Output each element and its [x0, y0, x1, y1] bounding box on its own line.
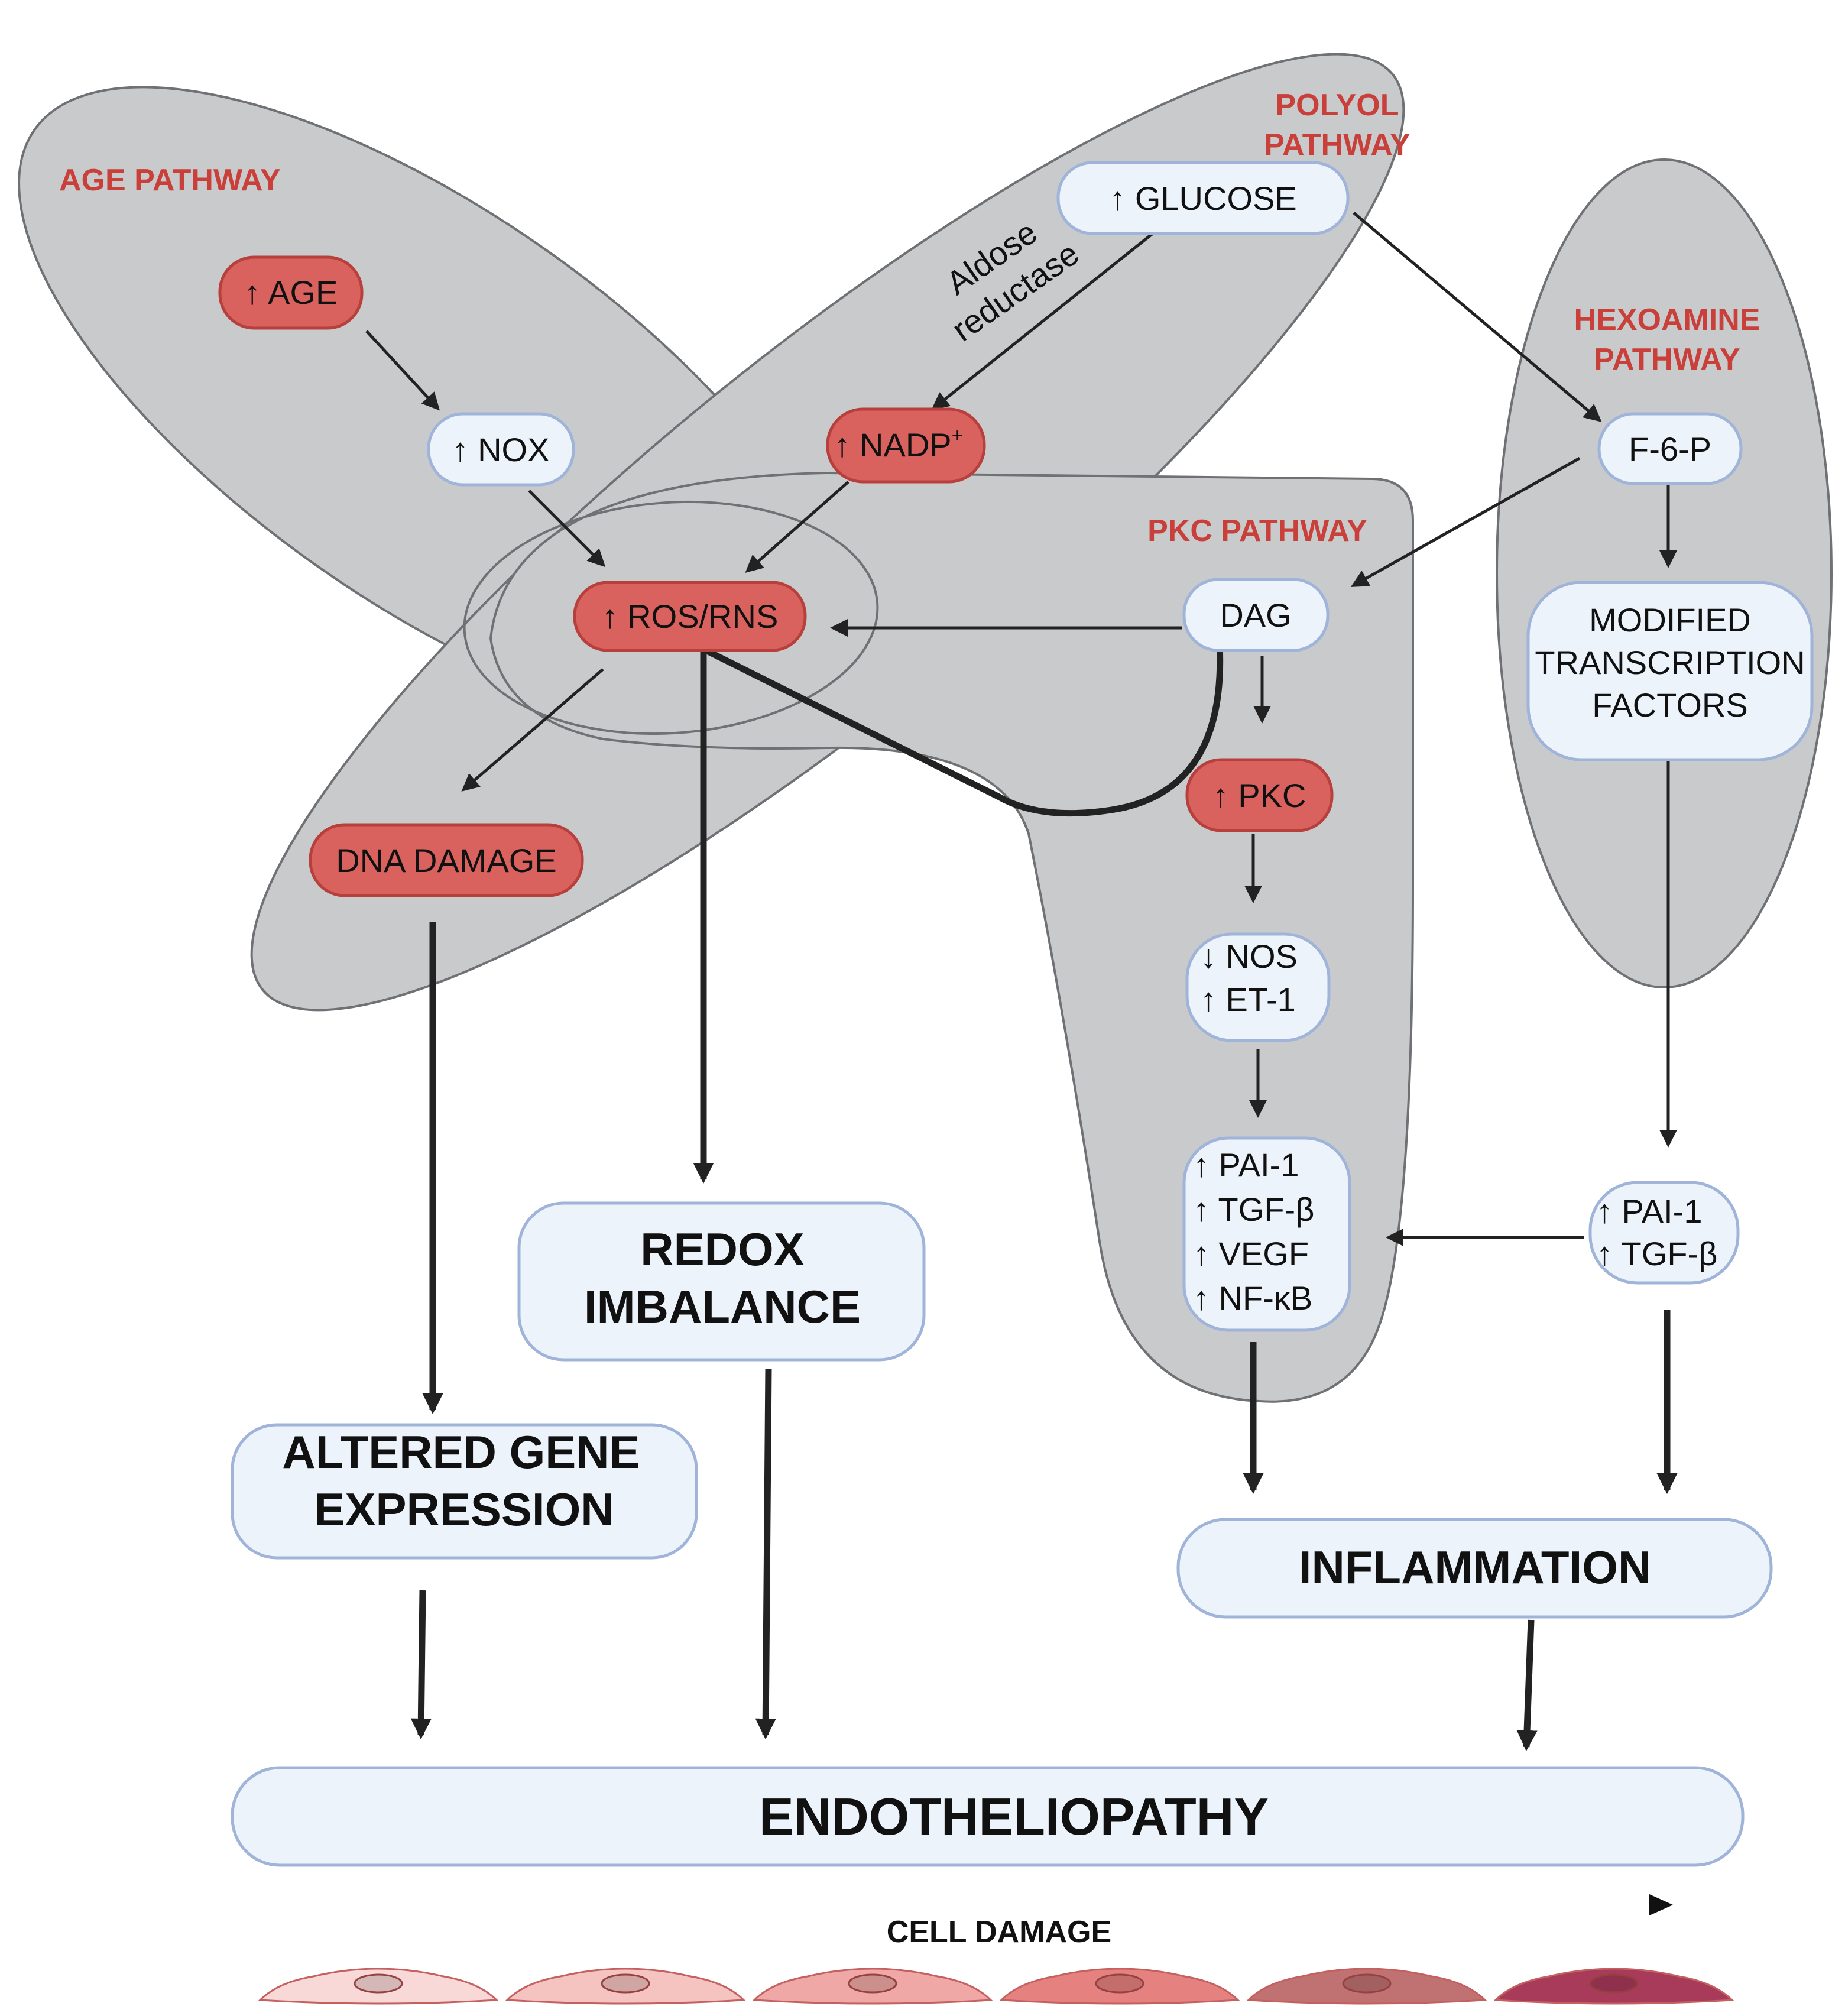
- arrow-glucose-to-nadp: [931, 232, 1154, 410]
- nos-et1-node: [1185, 932, 1331, 1042]
- transcription-factors-line3: FACTORS: [1592, 686, 1747, 724]
- nox-node: [427, 412, 575, 487]
- cell-nucleus-1: [354, 1973, 403, 1994]
- dag-node: [1182, 578, 1330, 652]
- arrow-redox-to-endo: [755, 1368, 776, 1740]
- arrow-glucose-to-f6p: [1353, 212, 1602, 422]
- altered-gene-expression-box: [231, 1423, 698, 1560]
- pkc-node: [1185, 758, 1334, 832]
- nox-node-label: ↑ NOX: [452, 431, 550, 468]
- hex-pai1-label: ↑ PAI-1: [1596, 1192, 1702, 1230]
- cell-row: [258, 1968, 1734, 2005]
- cell-damage-arrowhead: [1649, 1894, 1673, 1915]
- cell-nucleus-4: [1095, 1973, 1144, 1994]
- age-node-label: ↑ AGE: [244, 274, 338, 311]
- dna-damage-node: [309, 823, 584, 897]
- arrow-altered-to-endo: [410, 1590, 432, 1740]
- cell-nucleus-3: [848, 1973, 897, 1994]
- f6p-node-label: F-6-P: [1629, 430, 1711, 468]
- curve-dag-to-ros: [702, 644, 1224, 817]
- hex-targets-node: [1588, 1181, 1740, 1285]
- tgfb-label: ↑ TGF-β: [1193, 1191, 1314, 1228]
- glucose-node-label: ↑ GLUCOSE: [1109, 180, 1296, 217]
- inflammation-box: [1176, 1518, 1773, 1619]
- arrow-nadp-to-ros: [745, 481, 849, 573]
- pkc-pathway-region: [489, 471, 1414, 1403]
- arrow-nox-to-ros: [528, 490, 606, 568]
- altered-line1: ALTERED GENE: [282, 1426, 640, 1478]
- nfkb-label: ↑ NF-κB: [1193, 1279, 1312, 1317]
- dna-damage-label: DNA DAMAGE: [336, 842, 556, 879]
- pkc-pathway-label: PKC PATHWAY: [1147, 514, 1367, 548]
- cell-damage-label: CELL DAMAGE: [887, 1915, 1111, 1949]
- transcription-factors-node: [1526, 581, 1814, 761]
- arrow-age-to-nox: [365, 330, 440, 411]
- nos-label: ↓ NOS: [1200, 938, 1298, 975]
- redox-imbalance-box: [517, 1201, 926, 1362]
- altered-line2: EXPRESSION: [314, 1483, 614, 1535]
- cell-nucleus-5: [1342, 1973, 1392, 1994]
- arrow-f6p-to-dag: [1350, 456, 1581, 587]
- endotheliopathy-box: [231, 1766, 1745, 1867]
- cell-nucleus-6: [1589, 1973, 1639, 1994]
- arrow-inflammation-to-endo: [1516, 1619, 1538, 1752]
- polyol-pathway-label-2: PATHWAY: [1264, 128, 1410, 162]
- hexoamine-pathway-region: [1496, 158, 1833, 988]
- age-node: [218, 255, 364, 330]
- f6p-node: [1597, 412, 1743, 485]
- pkc-targets-node: [1182, 1136, 1351, 1332]
- age-pathway-label: AGE PATHWAY: [59, 163, 281, 197]
- glucose-node: [1056, 161, 1350, 235]
- dag-node-label: DAG: [1220, 597, 1291, 634]
- ros-node-label: ↑ ROS/RNS: [602, 598, 779, 635]
- ros-overlap-region: [463, 500, 879, 735]
- et1-label: ↑ ET-1: [1200, 981, 1296, 1018]
- pkc-node-label: ↑ PKC: [1212, 777, 1306, 814]
- cell-nucleus-2: [601, 1973, 650, 1994]
- hexoamine-pathway-label: HEXOAMINE: [1574, 303, 1760, 337]
- inflammation-label: INFLAMMATION: [1299, 1541, 1651, 1593]
- nadp-node-label: ↑ NADP+: [834, 424, 963, 464]
- nadp-node: [826, 407, 986, 484]
- ros-node: [573, 581, 807, 652]
- hexoamine-pathway-label-2: PATHWAY: [1594, 342, 1740, 377]
- hex-tgfb-label: ↑ TGF-β: [1596, 1235, 1717, 1272]
- pai1-label: ↑ PAI-1: [1193, 1146, 1299, 1184]
- vegf-label: ↑ VEGF: [1193, 1235, 1309, 1272]
- endotheliopathy-label: ENDOTHELIOPATHY: [759, 1787, 1269, 1846]
- polyol-pathway-label: POLYOL: [1275, 88, 1399, 122]
- transcription-factors-line1: MODIFIED: [1589, 601, 1751, 638]
- redox-line2: IMBALANCE: [584, 1281, 861, 1333]
- transcription-factors-line2: TRANSCRIPTION: [1535, 644, 1805, 681]
- arrow-ros-to-dna: [461, 668, 604, 792]
- redox-line1: REDOX: [640, 1223, 804, 1275]
